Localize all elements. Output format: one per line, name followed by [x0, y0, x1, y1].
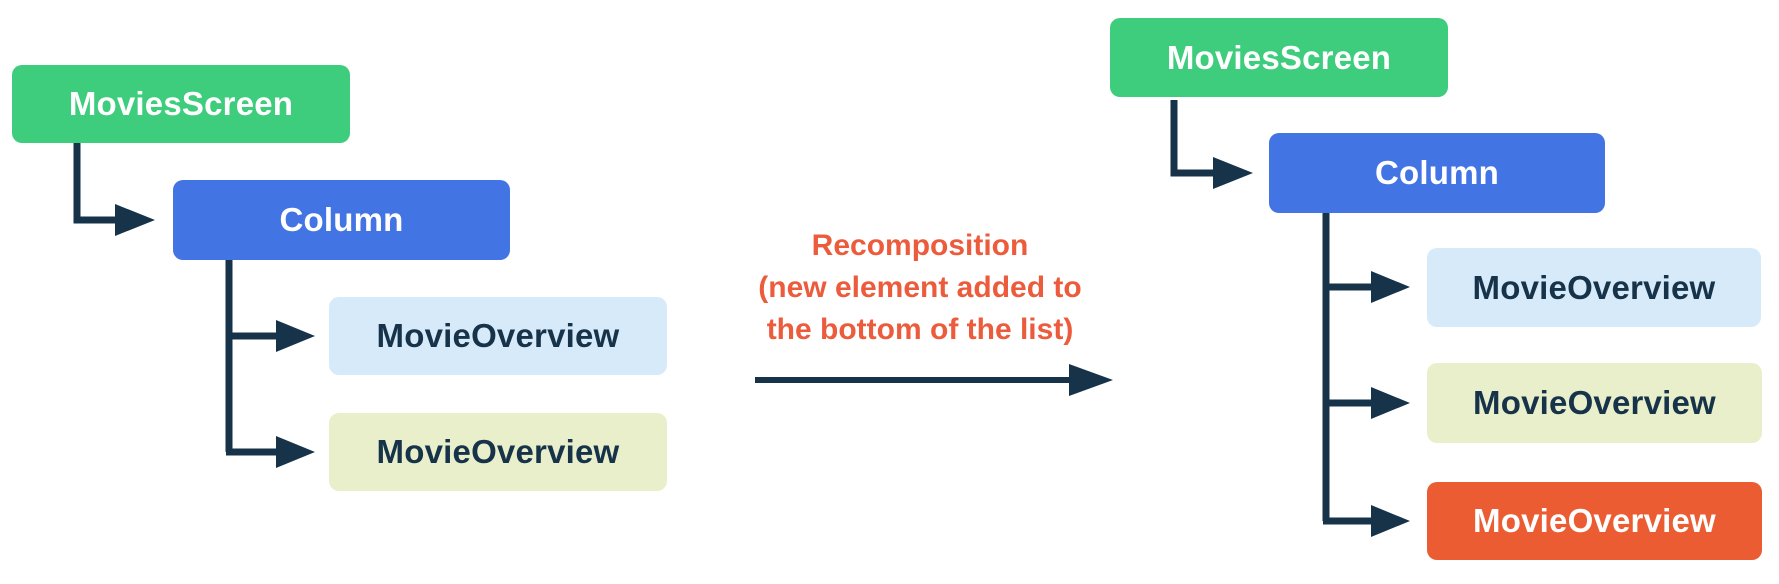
annotation-line-2: (new element added to [758, 271, 1082, 304]
arrowhead-icon [1069, 364, 1113, 396]
left-column-node: Column [173, 180, 510, 260]
left-movieoverview-1-node: MovieOverview [329, 297, 667, 375]
annotation-line-3: the bottom of the list) [766, 313, 1074, 346]
recomposition-arrow [755, 364, 1113, 396]
connector-left-root-to-column [73, 143, 155, 236]
right-moviesscreen-node: MoviesScreen [1110, 18, 1448, 97]
connector-right-root-to-column [1170, 100, 1253, 189]
arrowhead-icon [276, 436, 315, 468]
connector-right-column-to-children [1322, 213, 1410, 537]
annotation-line-1: Recomposition [811, 229, 1029, 262]
arrowhead-icon [276, 320, 315, 352]
left-movieoverview-2-node: MovieOverview [329, 413, 667, 491]
left-moviesscreen-node: MoviesScreen [12, 65, 350, 143]
recomposition-annotation: Recomposition (new element added to the … [700, 225, 1140, 351]
arrowhead-icon [115, 204, 155, 236]
right-movieoverview-2-node: MovieOverview [1427, 363, 1762, 443]
arrowhead-icon [1371, 387, 1410, 419]
arrowhead-icon [1371, 505, 1410, 537]
right-movieoverview-3-new-node: MovieOverview [1427, 482, 1762, 560]
arrowhead-icon [1371, 271, 1410, 303]
right-column-node: Column [1269, 133, 1605, 213]
right-movieoverview-1-node: MovieOverview [1427, 248, 1761, 327]
arrowhead-icon [1213, 157, 1253, 189]
connector-left-column-to-children [225, 260, 315, 468]
